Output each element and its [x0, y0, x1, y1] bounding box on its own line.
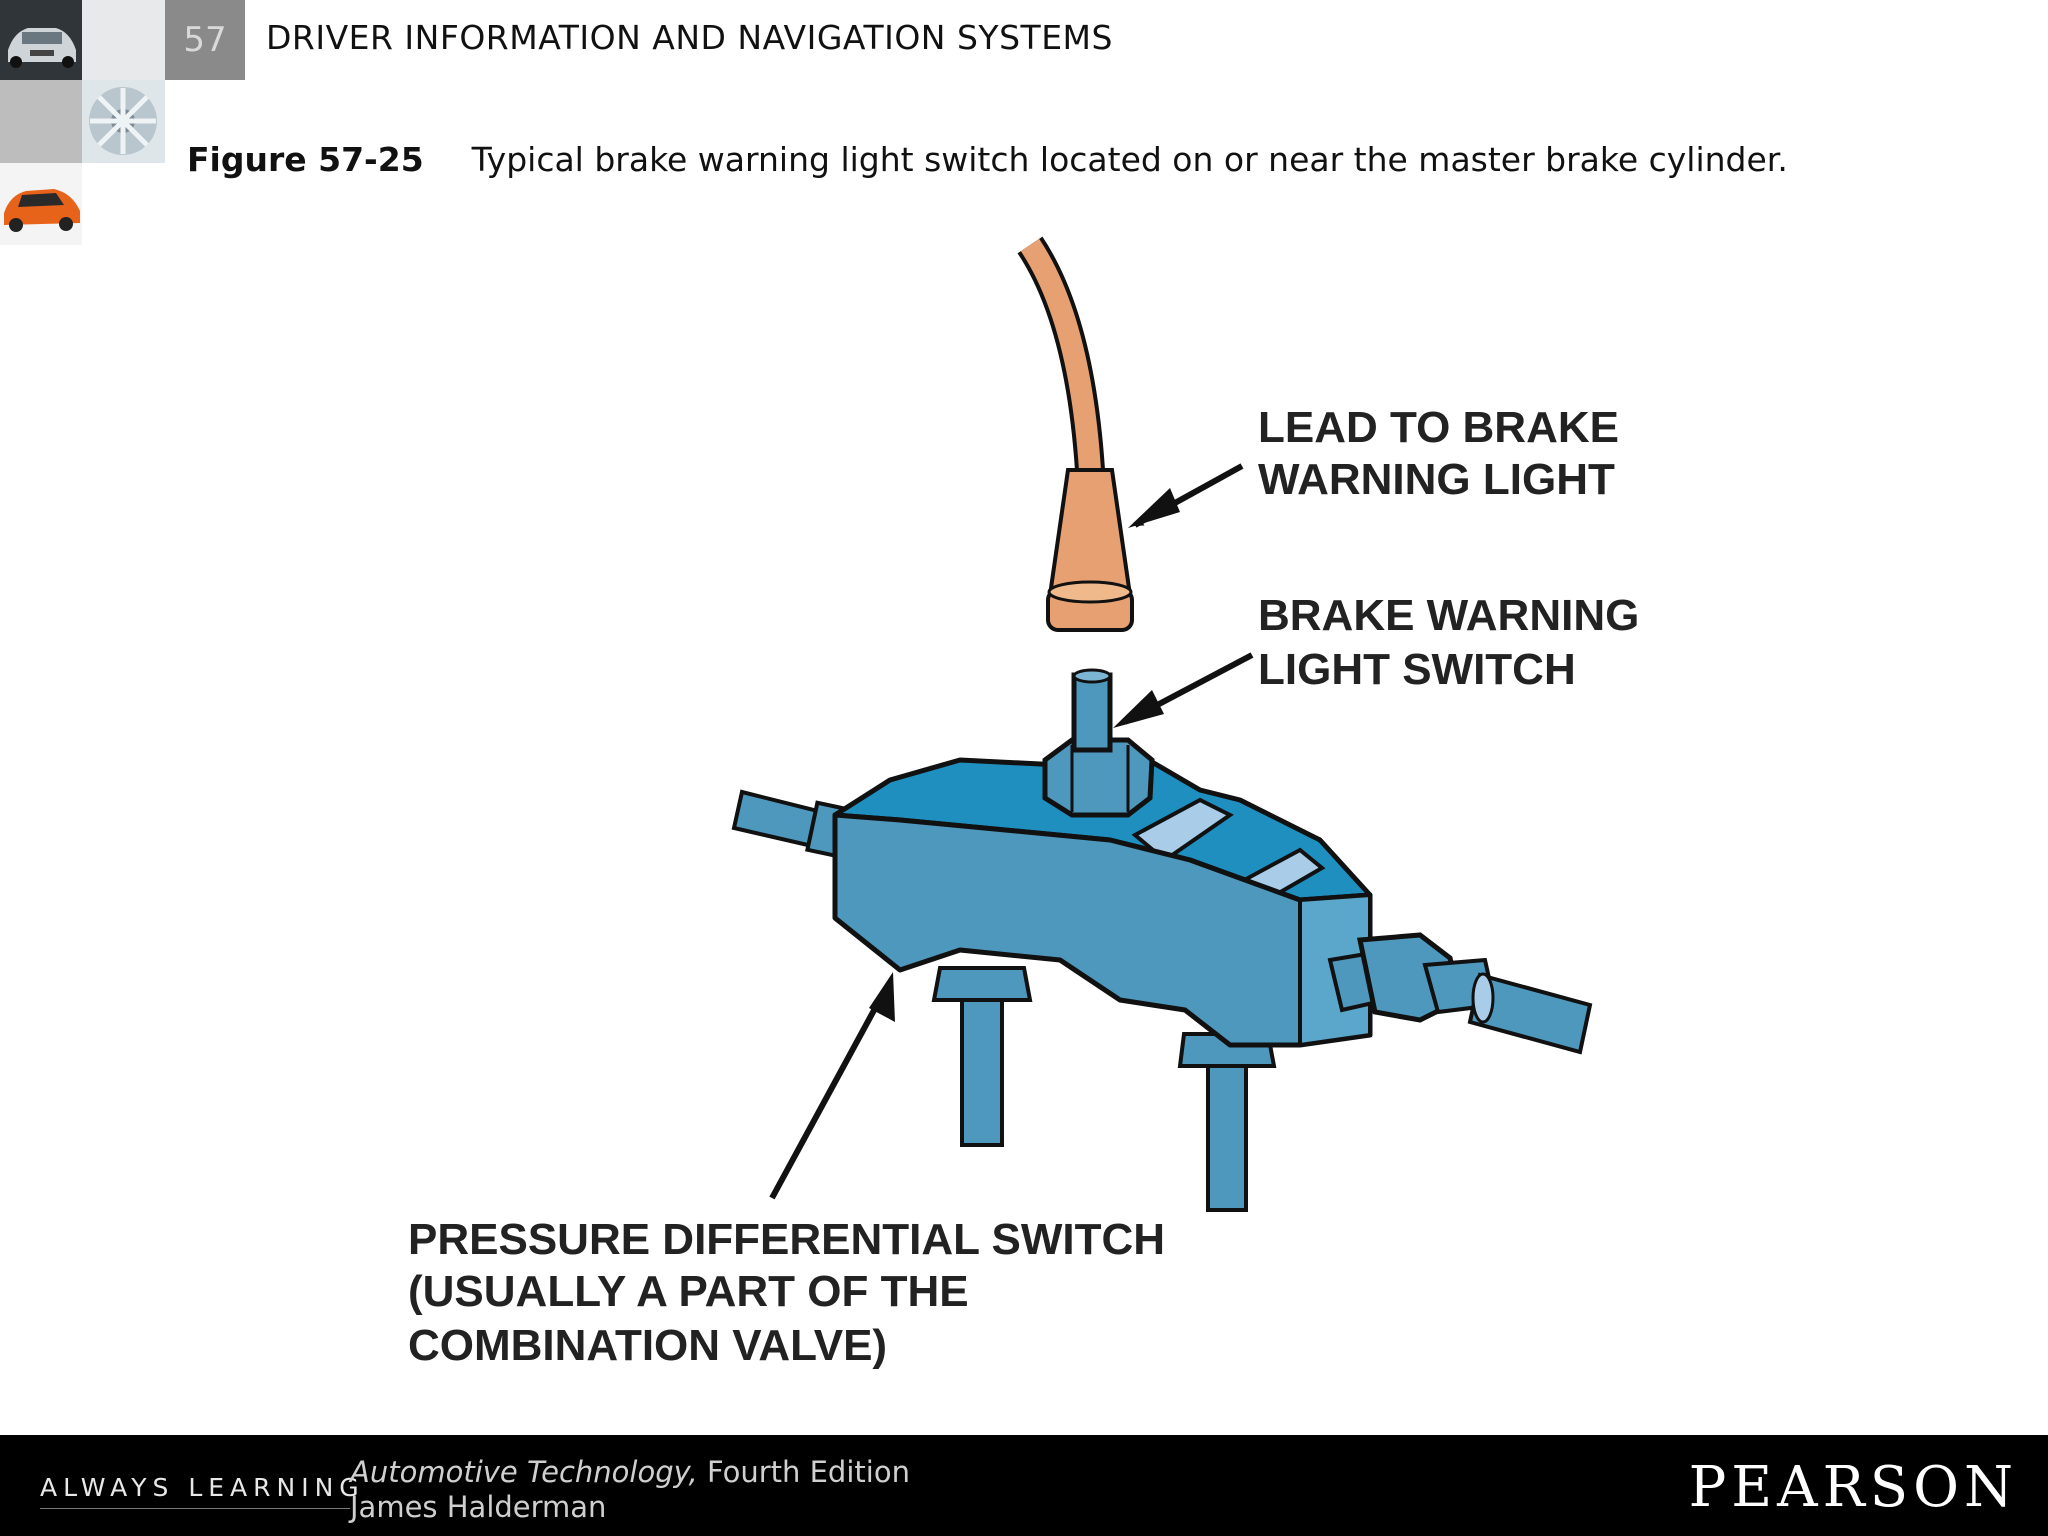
thumbnail-gray-block — [0, 80, 82, 163]
pearson-logo: PEARSON — [1688, 1455, 2018, 1520]
book-edition: Fourth Edition — [697, 1455, 910, 1489]
arrow-pressure — [769, 988, 888, 1200]
label-pressure-differential-switch: PRESSURE DIFFERENTIAL SWITCH (USUALLY A … — [408, 1215, 1177, 1370]
wheel-thumbnail — [82, 80, 165, 163]
car-thumbnail-silver — [0, 0, 82, 80]
thumbnail-white-block — [82, 163, 165, 245]
book-author: James Halderman — [350, 1490, 607, 1524]
figure-label: Figure 57-25 — [187, 140, 424, 179]
figure-caption: Figure 57-25 Typical brake warning light … — [187, 140, 1788, 179]
chapter-title: DRIVER INFORMATION AND NAVIGATION SYSTEM… — [266, 18, 1113, 57]
brake-switch-diagram: LEAD TO BRAKE WARNING LIGHT BRAKE WARNIN… — [408, 236, 1652, 1370]
thumbnail-light-block — [82, 0, 165, 80]
warning-light-lead — [1017, 236, 1134, 632]
lower-brake-lines — [931, 966, 1277, 1212]
right-brake-line — [1327, 932, 1593, 1055]
callout-arrows — [769, 463, 1254, 1200]
car-thumbnail-orange — [0, 163, 82, 245]
tagline-underline — [40, 1508, 350, 1509]
figure-caption-text: Typical brake warning light switch locat… — [471, 140, 1788, 179]
brake-warning-light-switch — [1042, 668, 1155, 818]
always-learning-tagline: ALWAYS LEARNING — [40, 1473, 365, 1502]
footer-bar: ALWAYS LEARNING Automotive Technology, F… — [0, 1435, 2048, 1536]
label-brake-warning-light-switch: BRAKE WARNING LIGHT SWITCH — [1258, 591, 1652, 694]
corner-thumbnails — [0, 0, 165, 245]
chapter-number: 57 — [165, 0, 245, 80]
book-title: Automotive Technology, — [350, 1455, 698, 1489]
book-info: Automotive Technology, Fourth Edition Ja… — [350, 1455, 910, 1525]
label-lead-to-brake-warning-light: LEAD TO BRAKE WARNING LIGHT — [1258, 403, 1631, 504]
